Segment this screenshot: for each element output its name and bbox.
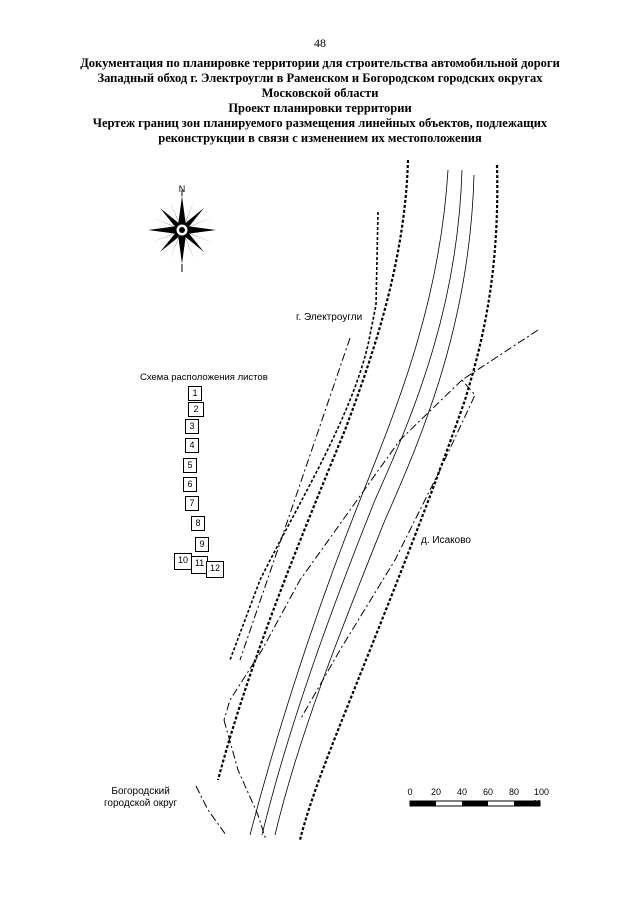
compass-north-label: N <box>179 184 186 194</box>
boundary-dashdot-line <box>239 337 351 661</box>
sheet-box: 4 <box>185 438 199 453</box>
sheet-box: 2 <box>188 402 204 417</box>
label-elektrougli: г. Электроугли <box>296 312 363 323</box>
road-line <box>261 169 463 836</box>
sheet-box: 6 <box>183 477 197 492</box>
sheet-box: 5 <box>183 458 197 473</box>
sheet-box: 7 <box>185 496 199 511</box>
page-number: 48 <box>314 36 326 50</box>
label-bogorodsky-line: городской округ <box>104 798 178 809</box>
title-line: Проект планировки территории <box>228 101 412 115</box>
label-bogorodsky: Богородский городской округ <box>104 786 177 810</box>
compass-rose-icon <box>148 190 216 272</box>
title-line: Документация по планировке территории дл… <box>80 56 560 70</box>
road-line <box>274 174 475 836</box>
scale-tick-label: 80 <box>508 787 520 797</box>
zone-boundary-line <box>216 159 410 781</box>
scale-tick-label: 100 м <box>534 787 550 807</box>
title-line: Чертеж границ зон планируемого размещени… <box>92 116 548 130</box>
boundary-dashdot-line <box>223 719 267 841</box>
title-line: Западный обход г. Электроугли в Раменско… <box>97 71 543 85</box>
sheet-box: 11 <box>191 556 208 574</box>
scale-tick-label: 20 <box>430 787 442 797</box>
scale-bar <box>409 800 541 807</box>
boundary-dashdot-line <box>223 379 463 721</box>
label-isakovo: д. Исаково <box>421 535 471 546</box>
title-line: Московской области <box>261 86 379 100</box>
label-bogorodsky-line: Богородский <box>111 786 170 797</box>
sheet-box: 10 <box>174 553 192 570</box>
title-line: реконструкции в связи с изменением их ме… <box>158 131 482 145</box>
scale-tick-label: 0 <box>407 787 413 797</box>
sheet-box: 3 <box>185 419 199 434</box>
document-title: Документация по планировке территории дл… <box>40 56 600 146</box>
scale-tick-label: 40 <box>456 787 468 797</box>
sheet-box: 1 <box>188 386 202 401</box>
scale-bar-labels: 0 20 40 60 80 100 м <box>407 787 558 807</box>
sheet-scheme-title: Схема расположения листов <box>140 372 268 383</box>
zone-boundary-line <box>229 211 379 661</box>
sheet-box: 8 <box>191 516 205 531</box>
sheet-box: 12 <box>206 561 224 578</box>
scale-tick-label: 60 <box>482 787 494 797</box>
zone-boundary-line <box>298 164 499 841</box>
road-line <box>249 169 449 836</box>
boundary-dashdot-line <box>195 785 227 836</box>
boundary-dashdot-line <box>299 329 539 721</box>
sheet-box: 9 <box>195 537 209 552</box>
